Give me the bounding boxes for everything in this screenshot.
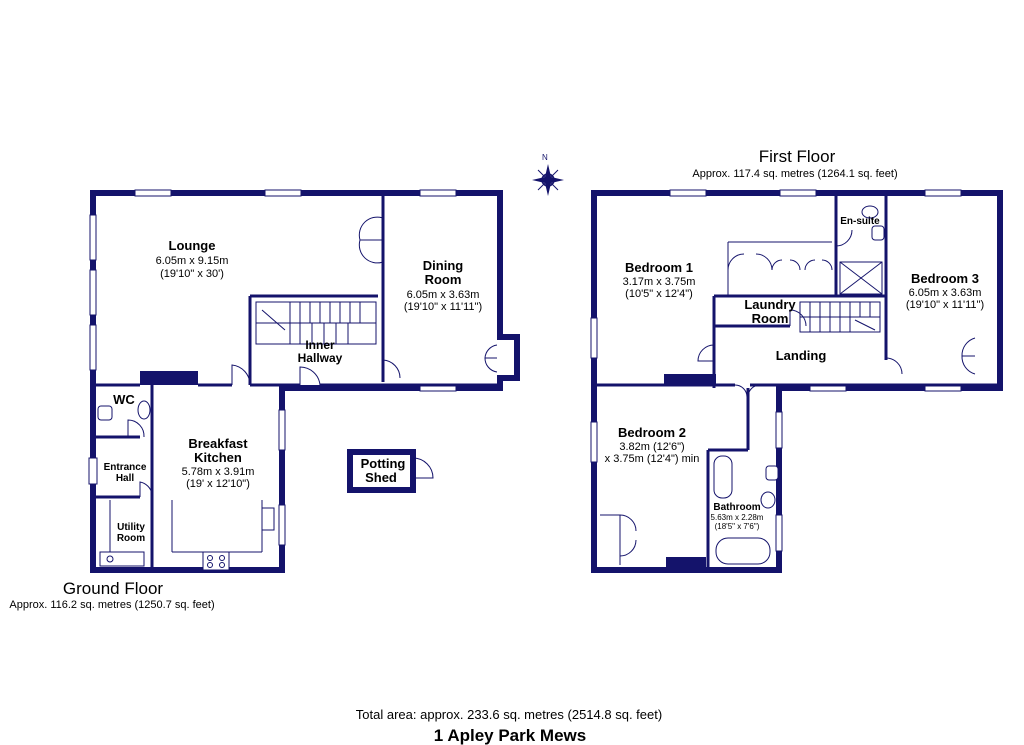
door-swing xyxy=(885,357,903,375)
window xyxy=(775,514,783,552)
door-swing xyxy=(484,344,498,373)
door-swing xyxy=(734,384,761,398)
bathroom-label: Bathroom xyxy=(713,502,760,513)
window xyxy=(89,214,97,261)
ground-floor-area: Approx. 116.2 sq. metres (1250.7 sq. fee… xyxy=(9,599,214,611)
staircase xyxy=(799,301,881,333)
freestanding-bath xyxy=(715,537,771,565)
bedroom-3-dimensions-metric: 6.05m x 3.63m xyxy=(909,287,982,299)
chimney-breast xyxy=(664,374,716,386)
lounge-dimensions-metric: 6.05m x 9.15m xyxy=(156,255,229,267)
dining-room-dimensions-metric: 6.05m x 3.63m xyxy=(407,289,480,301)
bedroom-1-dimensions-imperial: (10'5" x 12'4") xyxy=(625,288,693,300)
potting-shed-label-1: Potting xyxy=(361,456,406,471)
bedroom-2-dimensions-line-1: 3.82m (12'6") xyxy=(619,441,684,453)
toilet xyxy=(760,491,776,509)
bedroom-1-dimensions-metric: 3.17m x 3.75m xyxy=(623,276,696,288)
wc-label: WC xyxy=(113,392,135,407)
laundry-room-label-2: Room xyxy=(752,311,789,326)
utility-room-label-2: Room xyxy=(117,533,145,544)
compass-icon: N xyxy=(532,153,564,196)
fireplace xyxy=(140,371,198,385)
window xyxy=(419,189,457,197)
entrance-door xyxy=(88,457,98,485)
potting-shed-label-2: Shed xyxy=(365,470,397,485)
ground-floor-title: Ground Floor xyxy=(63,579,163,598)
breakfast-kitchen-label-1: Breakfast xyxy=(188,436,248,451)
chimney-breast xyxy=(666,557,706,569)
inner-hallway-label-2: Hallway xyxy=(298,351,343,365)
dining-room-label-1: Dining xyxy=(423,258,463,273)
window xyxy=(779,189,817,197)
breakfast-kitchen-dimensions-metric: 5.78m x 3.91m xyxy=(182,466,255,478)
bathroom-dimensions-metric: 5.63m x 2.28m xyxy=(711,513,764,522)
inner-hallway-label-1: Inner xyxy=(305,338,335,352)
lounge-label: Lounge xyxy=(169,238,216,253)
door-swing xyxy=(358,216,384,241)
door-swing xyxy=(358,239,384,264)
staircase xyxy=(255,301,377,345)
hob xyxy=(202,551,230,571)
window xyxy=(590,421,598,463)
potting-shed-wall xyxy=(347,449,416,493)
bedroom-1-label: Bedroom 1 xyxy=(625,260,693,275)
door-swing xyxy=(127,419,145,438)
first-floor-plan xyxy=(590,189,1003,573)
bedroom-2-label: Bedroom 2 xyxy=(618,425,686,440)
sink xyxy=(97,405,113,421)
first-floor-outer-wall xyxy=(591,190,1003,573)
first-floor-title: First Floor xyxy=(759,147,836,166)
bedroom-2-dimensions-line-2: x 3.75m (12'4") min xyxy=(605,453,700,465)
sink xyxy=(765,465,779,481)
landing-label: Landing xyxy=(776,348,827,363)
compass-north-label: N xyxy=(542,153,548,162)
door-swing xyxy=(231,364,251,386)
toilet xyxy=(137,400,151,420)
potting-shed-plan xyxy=(347,449,434,493)
window xyxy=(775,411,783,449)
first-floor-area: Approx. 117.4 sq. metres (1264.1 sq. fee… xyxy=(692,168,897,180)
utility-sink xyxy=(99,551,145,567)
door-swing xyxy=(835,229,853,247)
door-swing xyxy=(139,481,153,497)
window xyxy=(89,324,97,371)
door-swing xyxy=(961,337,976,375)
wardrobe xyxy=(727,241,833,296)
ground-floor-plan xyxy=(88,189,520,573)
window xyxy=(590,317,598,359)
entrance-hall-label-2: Hall xyxy=(116,473,135,484)
bath xyxy=(713,455,733,499)
window xyxy=(264,189,302,197)
door-swing xyxy=(789,309,807,327)
window xyxy=(278,409,286,451)
door-swing xyxy=(412,457,434,479)
toilet xyxy=(861,205,879,219)
breakfast-kitchen-label-2: Kitchen xyxy=(194,450,242,465)
window xyxy=(89,269,97,316)
bathroom-dimensions-imperial: (18'5" x 7'6") xyxy=(715,522,760,531)
sink xyxy=(871,225,885,241)
property-address: 1 Apley Park Mews xyxy=(434,726,586,745)
wardrobe-door xyxy=(600,514,637,557)
utility-room-label-1: Utility xyxy=(117,522,145,533)
total-area: Total area: approx. 233.6 sq. metres (25… xyxy=(356,707,662,722)
door-swing xyxy=(299,366,321,386)
window xyxy=(134,189,172,197)
window xyxy=(924,189,962,197)
door-swing xyxy=(382,359,401,379)
window xyxy=(278,504,286,546)
lounge-dimensions-imperial: (19'10" x 30') xyxy=(160,268,224,280)
kitchen-sink xyxy=(261,507,275,531)
dining-room-dimensions-imperial: (19'10" x 11'11") xyxy=(404,301,482,313)
bedroom-3-label: Bedroom 3 xyxy=(911,271,979,286)
door-swing xyxy=(697,344,715,362)
laundry-room-label-1: Laundry xyxy=(744,297,796,312)
breakfast-kitchen-dimensions-imperial: (19' x 12'10") xyxy=(186,478,250,490)
dining-room-label-2: Room xyxy=(425,272,462,287)
en-suite-label: En-suite xyxy=(840,216,880,227)
entrance-hall-label-1: Entrance xyxy=(104,462,147,473)
bedroom-3-dimensions-imperial: (19'10" x 11'11") xyxy=(906,299,984,311)
window xyxy=(669,189,707,197)
